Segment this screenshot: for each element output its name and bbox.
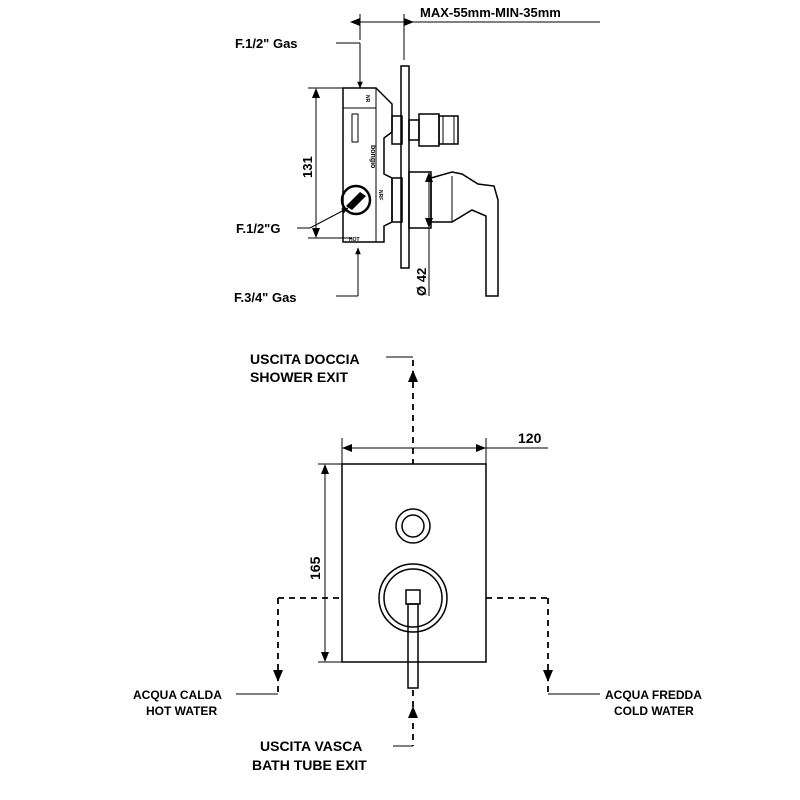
shower-exit-callout: USCITA DOCCIA SHOWER EXIT bbox=[250, 351, 418, 464]
hot-water-callout: ACQUA CALDA HOT WATER bbox=[133, 597, 342, 718]
height-dimension-165: 165 bbox=[307, 463, 342, 663]
brand-stamp: bongio bbox=[369, 145, 376, 168]
width-120-label: 120 bbox=[518, 430, 542, 446]
bath-exit-callout: USCITA VASCA BATH TUBE EXIT bbox=[252, 690, 418, 773]
wall-plate bbox=[400, 65, 410, 269]
diverter-button bbox=[395, 508, 431, 544]
front-plate bbox=[341, 463, 487, 663]
bath-exit-en-label: BATH TUBE EXIT bbox=[252, 757, 367, 773]
hot-water-en-label: HOT WATER bbox=[146, 704, 217, 718]
inlet-mid-callout: F.1/2"G bbox=[236, 207, 349, 236]
inlet-mid-label: F.1/2"G bbox=[236, 221, 280, 236]
top-outlet bbox=[391, 113, 459, 147]
height-dimension-131: 131 bbox=[300, 87, 352, 239]
top-stamp: NR bbox=[364, 95, 370, 103]
height-131-label: 131 bbox=[300, 156, 315, 178]
height-165-label: 165 bbox=[307, 556, 323, 580]
inlet-bottom-callout: F.3/4" Gas bbox=[234, 247, 361, 305]
wall-depth-dimension: MAX-55mm-MIN-35mm bbox=[350, 5, 600, 60]
front-view: USCITA DOCCIA SHOWER EXIT 120 165 bbox=[133, 351, 702, 773]
handle bbox=[391, 171, 499, 297]
bottom-stamp: HOT bbox=[349, 237, 360, 243]
side-stamp: NRF bbox=[377, 190, 383, 200]
side-view: MAX-55mm-MIN-35mm F.1/2" Gas 131 bbox=[234, 5, 600, 305]
inlet-bottom-label: F.3/4" Gas bbox=[234, 290, 297, 305]
shower-exit-it-label: USCITA DOCCIA bbox=[250, 351, 360, 367]
mixer-body: bongio NR NRF HOT bbox=[340, 87, 393, 243]
width-dimension-120: 120 bbox=[341, 430, 548, 464]
diameter-dimension: Ø 42 bbox=[414, 172, 433, 296]
bath-exit-it-label: USCITA VASCA bbox=[260, 738, 362, 754]
cold-water-callout: ACQUA FREDDA COLD WATER bbox=[486, 597, 702, 718]
lever-handle bbox=[378, 563, 448, 689]
diameter-label: Ø 42 bbox=[414, 268, 429, 296]
hot-water-it-label: ACQUA CALDA bbox=[133, 688, 222, 702]
shower-exit-en-label: SHOWER EXIT bbox=[250, 369, 348, 385]
valve-circle bbox=[340, 184, 372, 216]
inlet-top-label: F.1/2" Gas bbox=[235, 36, 298, 51]
inlet-top-callout: F.1/2" Gas bbox=[235, 36, 363, 89]
cold-water-it-label: ACQUA FREDDA bbox=[605, 688, 702, 702]
wall-range-label: MAX-55mm-MIN-35mm bbox=[420, 5, 561, 20]
cold-water-en-label: COLD WATER bbox=[614, 704, 694, 718]
